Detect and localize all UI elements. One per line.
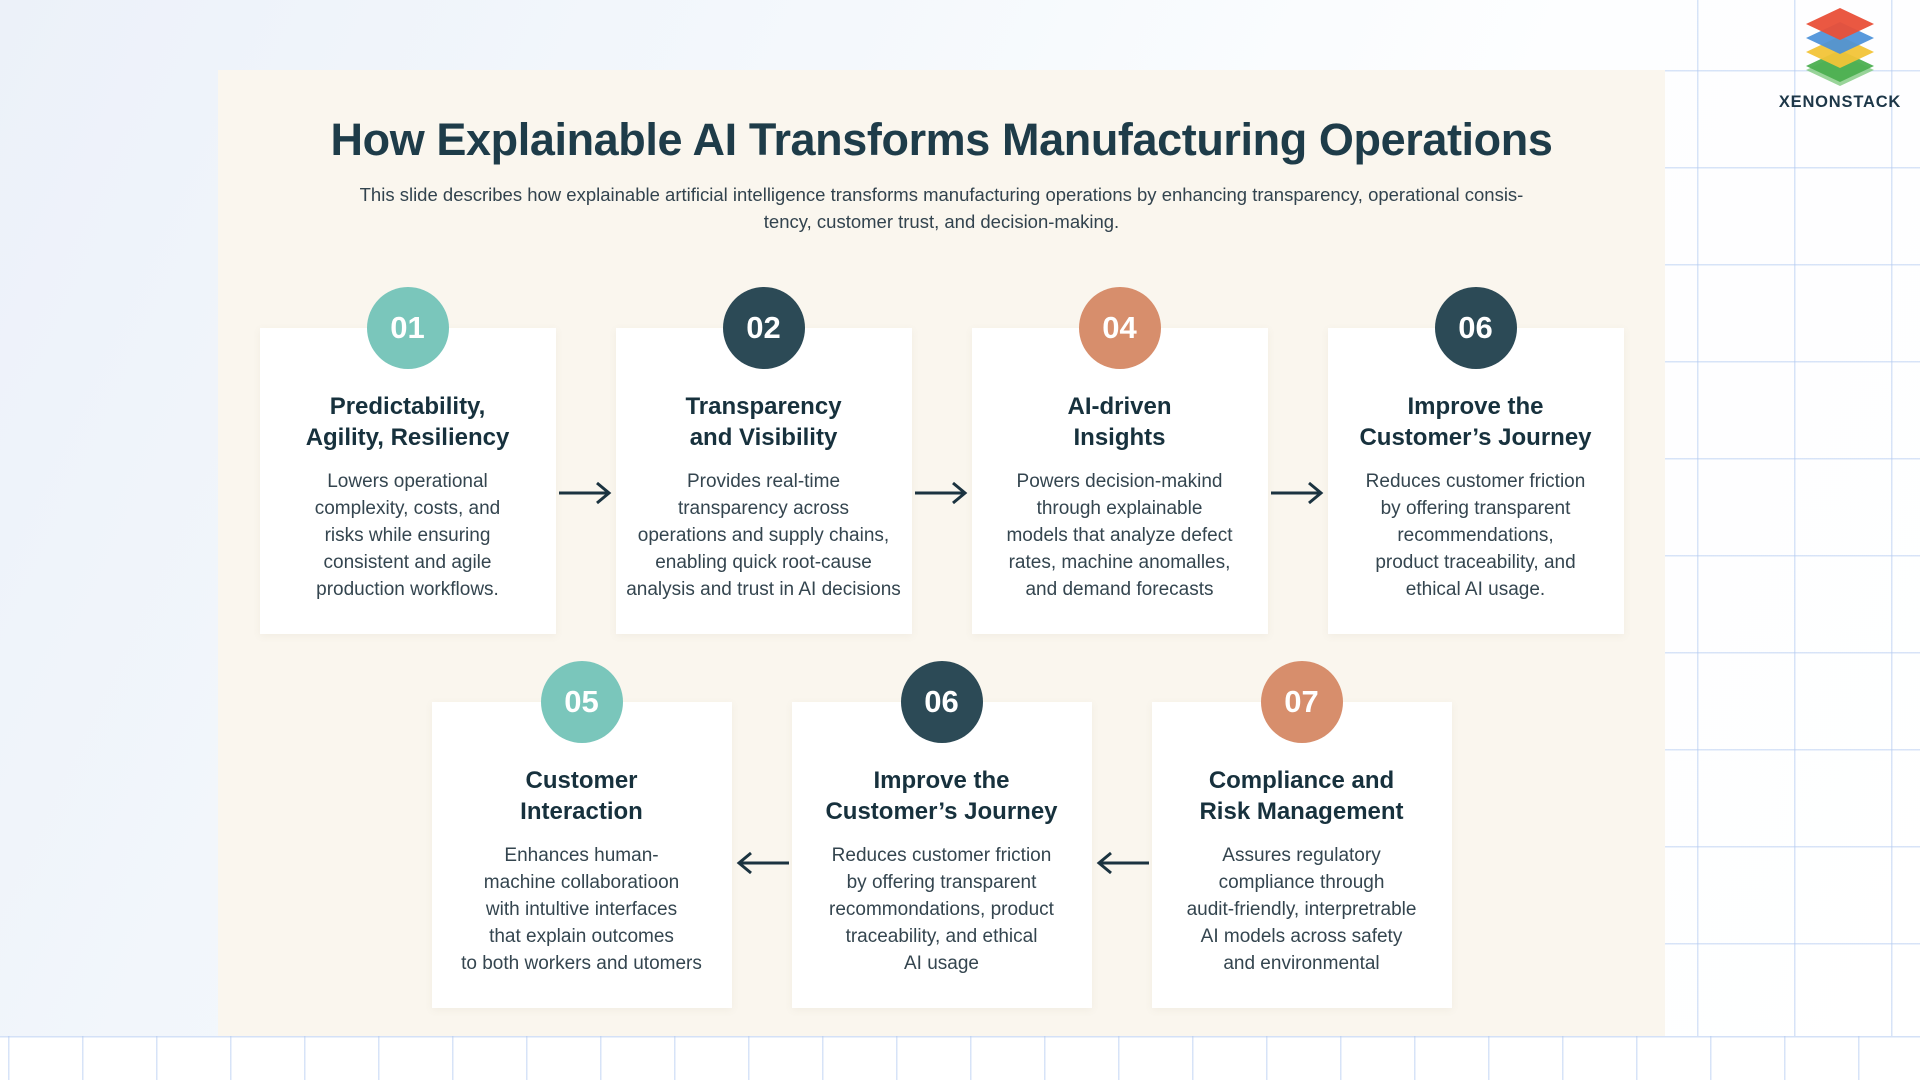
page-title: How Explainable AI Transforms Manufactur… — [330, 114, 1553, 165]
step-description: Reduces customer friction by offering tr… — [1365, 471, 1586, 601]
page-subtitle: This slide describes how explainable art… — [218, 182, 1665, 236]
step-title: Improve the Customer’s Journey — [825, 767, 1058, 825]
step-title: Customer Interaction — [520, 767, 643, 825]
step-title: Predictability, Agility, Resiliency — [305, 393, 510, 451]
step-description: Powers decision-makind through explainab… — [1006, 471, 1233, 601]
background-grid-bottom — [0, 1036, 1920, 1080]
step-card-02-transparency: 02 Transparency and Visibility Provides … — [615, 287, 912, 634]
step-number-badge: 04 — [1078, 287, 1161, 369]
step-description: Reduces customer friction by offering tr… — [829, 845, 1054, 975]
step-title: Improve the Customer’s Journey — [1359, 393, 1592, 451]
step-card-07-compliance-risk: 07 Compliance and Risk Management Assure… — [1151, 661, 1452, 1008]
step-card-05-customer-interaction: 05 Customer Interaction Enhances human- … — [431, 661, 732, 1008]
step-card-06-customers-journey-top: 06 Improve the Customer’s Journey Reduce… — [1327, 287, 1624, 634]
step-number-badge: 05 — [540, 661, 623, 743]
step-description: Enhances human- machine collaboratioon w… — [461, 845, 702, 975]
xenonstack-logo: XENONSTACK — [1768, 8, 1912, 112]
step-card-06-customers-journey-bottom: 06 Improve the Customer’s Journey Reduce… — [791, 661, 1092, 1008]
page-subtitle-line2: tency, customer trust, and decision-maki… — [763, 210, 1120, 232]
step-card-01-predictability: 01 Predictability, Agility, Resiliency L… — [259, 287, 556, 634]
arrow-right-icon — [556, 481, 616, 505]
xenonstack-logo-icon — [1806, 8, 1874, 86]
step-description: Lowers operational complexity, costs, an… — [314, 471, 501, 601]
step-description: Provides real-time transparency across o… — [626, 471, 901, 601]
step-number-badge: 06 — [1434, 287, 1517, 369]
step-number-badge: 06 — [900, 661, 983, 743]
step-number-badge: 02 — [722, 287, 805, 369]
page-subtitle-line1: This slide describes how explainable art… — [359, 184, 1524, 205]
step-title: Transparency and Visibility — [685, 393, 842, 451]
step-number-badge: 07 — [1260, 661, 1343, 743]
step-description: Assures regulatory compliance through au… — [1186, 845, 1417, 975]
step-title: AI-driven Insights — [1067, 393, 1172, 451]
xenonstack-logo-text: XENONSTACK — [1778, 93, 1902, 111]
steps-row-top: 01 Predictability, Agility, Resiliency L… — [218, 287, 1665, 634]
step-card-04-ai-driven-insights: 04 AI-driven Insights Powers decision-ma… — [971, 287, 1268, 634]
arrow-right-icon — [912, 481, 972, 505]
step-title: Compliance and Risk Management — [1199, 767, 1404, 825]
background-grid-right — [1664, 0, 1920, 1080]
steps-row-bottom: 05 Customer Interaction Enhances human- … — [218, 661, 1665, 1008]
arrow-right-icon — [1268, 481, 1328, 505]
step-number-badge: 01 — [366, 287, 449, 369]
arrow-left-icon — [732, 851, 792, 875]
arrow-left-icon — [1092, 851, 1152, 875]
